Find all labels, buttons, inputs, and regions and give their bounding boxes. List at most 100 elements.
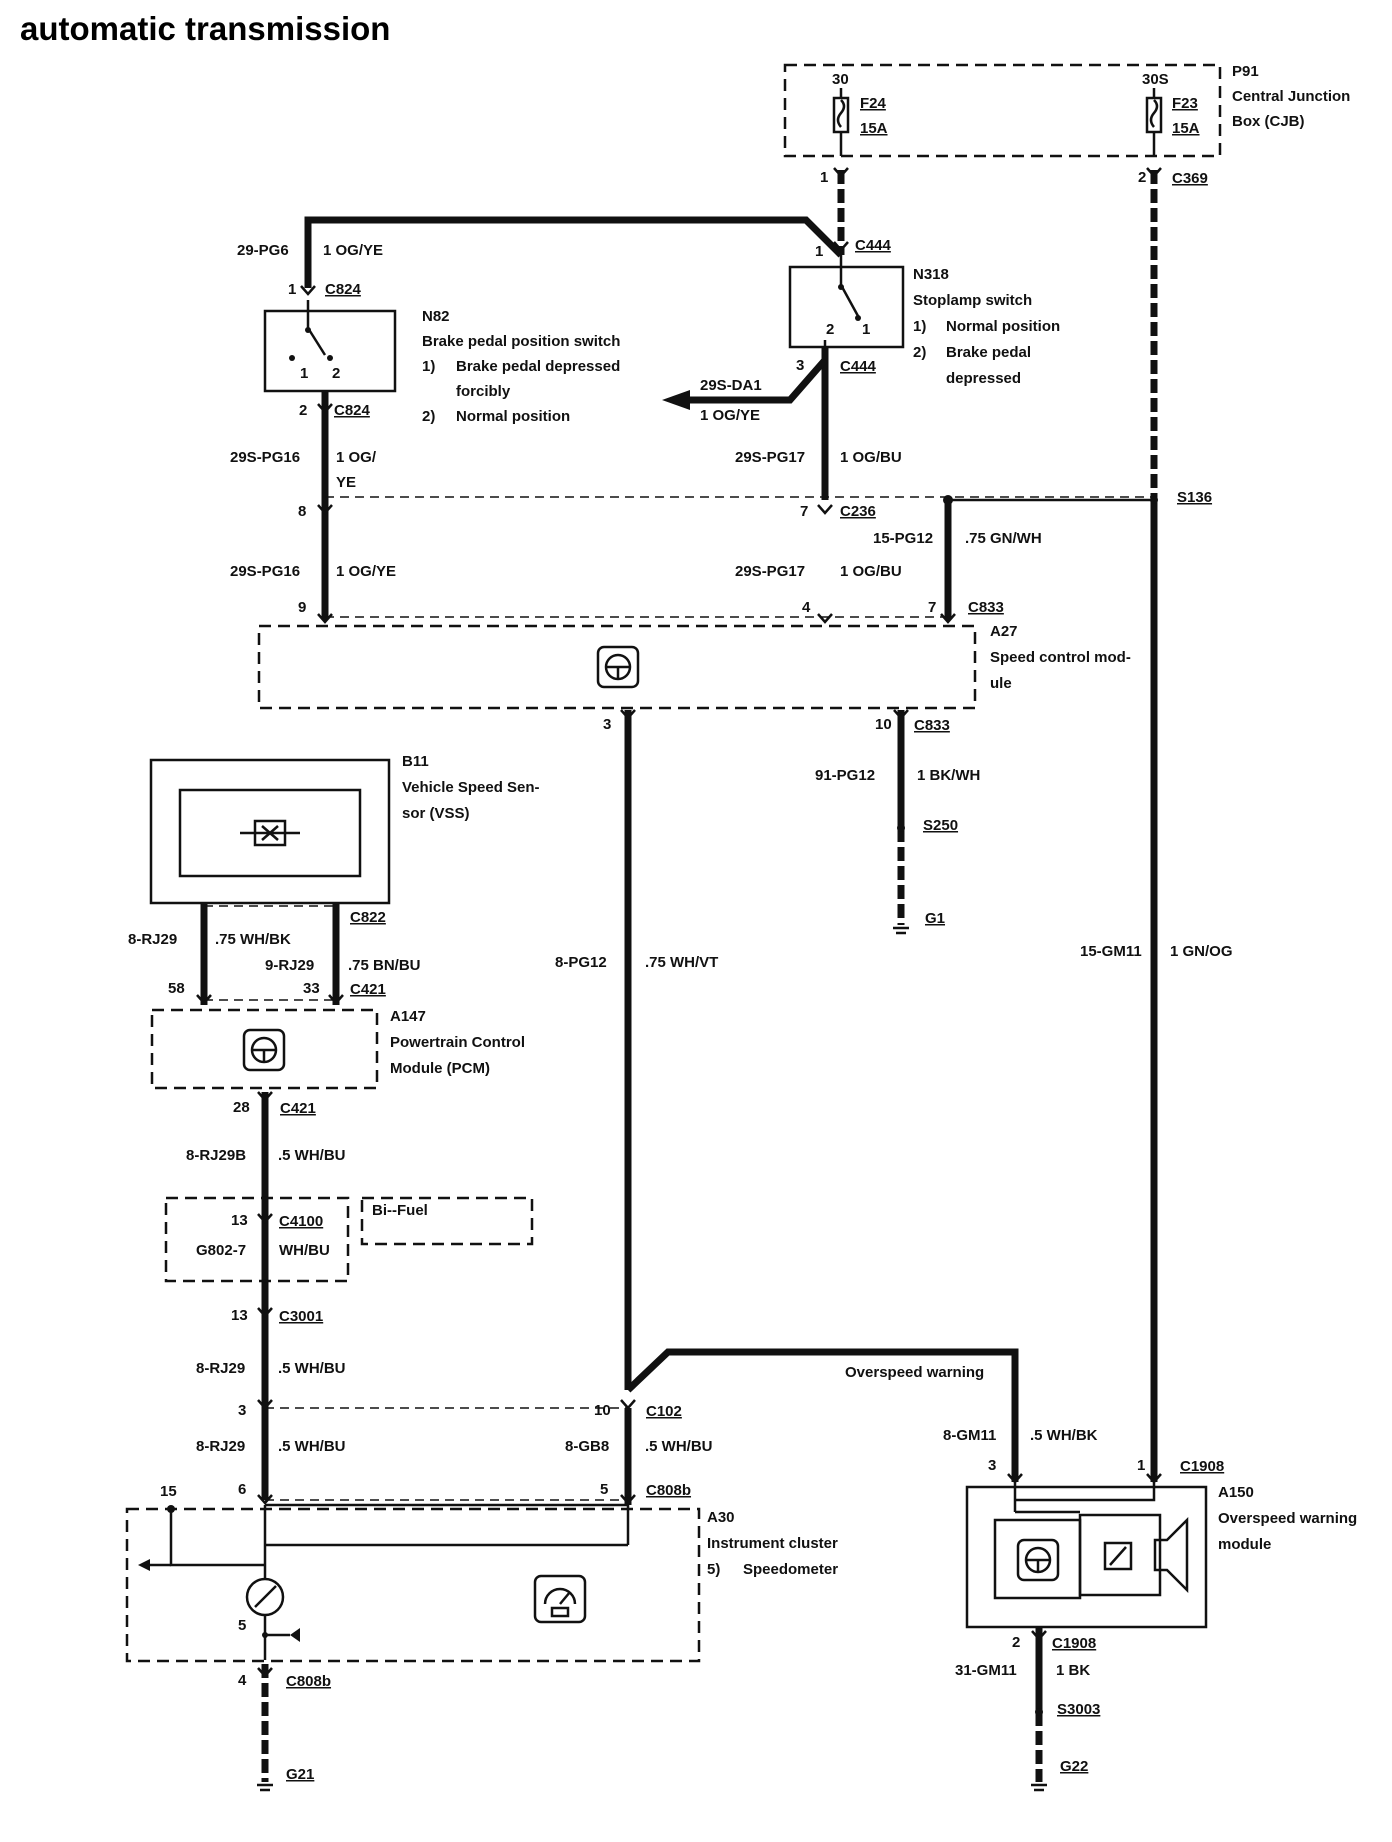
brake-pedal-switch-n82: 1 2 N82 Brake pedal position switch 1) B… — [263, 300, 620, 425]
wire-8-gb8-label: 8-GB8 — [565, 1438, 609, 1455]
svg-text:ule: ule — [990, 675, 1012, 692]
wire-8-rj29b-label: 8-RJ29B — [186, 1147, 246, 1164]
c444-label-bottom: C444 — [840, 358, 877, 375]
wire-29s-da1-label: 29S-DA1 — [700, 377, 762, 394]
c833-label-top: C833 — [968, 599, 1004, 616]
pcm-module-icon — [242, 1028, 286, 1072]
svg-text:Module (PCM): Module (PCM) — [390, 1060, 490, 1077]
ground-g21-label: G21 — [286, 1766, 314, 1783]
c421-label-top: C421 — [350, 981, 386, 998]
wire-29s-pg17-label: 29S-PG17 — [735, 449, 805, 466]
wire-91-pg12-color: 1 BK/WH — [917, 767, 980, 784]
wire-8-gm11-label: 8-GM11 — [943, 1427, 996, 1444]
c102-pin-10: 10 — [594, 1402, 611, 1419]
svg-text:Brake pedal: Brake pedal — [946, 344, 1031, 361]
wire-8-rj29-c-color: .5 WH/BU — [278, 1360, 346, 1377]
buzzer-icon — [1153, 1516, 1189, 1594]
c102-pin-3: 3 — [238, 1402, 246, 1419]
wire-8-rj29-c-label: 8-RJ29 — [196, 1360, 245, 1377]
svg-text:Overspeed warning: Overspeed warning — [1218, 1510, 1357, 1527]
c1908-pin-3: 3 — [988, 1457, 996, 1474]
splice-s136-label: S136 — [1177, 489, 1212, 506]
wire-29s-pg17-b-color: 1 OG/BU — [840, 563, 902, 580]
wire-8-rj29-a-label: 8-RJ29 — [128, 931, 177, 948]
cluster-gauge-icon — [533, 1574, 587, 1624]
c824-label-top: C824 — [325, 281, 362, 298]
a27-pin-3: 3 — [603, 716, 611, 733]
svg-text:1): 1) — [913, 318, 926, 335]
c808b-label-top: C808b — [646, 1482, 691, 1499]
central-junction-box: 30 F24 15A 30S F23 15A P91 Central Junct… — [783, 63, 1350, 158]
ground-g22-label: G22 — [1060, 1758, 1088, 1775]
wire-31-gm11-label: 31-GM11 — [955, 1662, 1017, 1679]
c1908-pin-1: 1 — [1137, 1457, 1145, 1474]
fuse-f24-label: F24 — [860, 95, 887, 112]
stoplamp-switch-n318: 2 1 N318 Stoplamp switch 1) Normal posit… — [788, 255, 1060, 387]
wire-15-gm11-color: 1 GN/OG — [1170, 943, 1233, 960]
wire-29s-da1 — [690, 357, 828, 404]
wire-29s-pg17-color: 1 OG/BU — [840, 449, 902, 466]
wire-8-pg12-color: .75 WH/VT — [645, 954, 718, 971]
wire-8-rj29-d-label: 8-RJ29 — [196, 1438, 245, 1455]
fuse-f23-rating: 15A — [1172, 120, 1200, 137]
c833-pin-7: 7 — [928, 599, 936, 616]
c808b-pin-5: 5 — [600, 1481, 608, 1498]
c236-label: C236 — [840, 503, 876, 520]
instrument-cluster-a30: 15 5 A30 Instrument cluster 5) Speedomet… — [125, 1483, 838, 1663]
svg-text:module: module — [1218, 1536, 1271, 1553]
svg-text:1): 1) — [422, 358, 435, 375]
splice-s250-label: S250 — [923, 817, 958, 834]
svg-text:Vehicle Speed Sen-: Vehicle Speed Sen- — [402, 779, 540, 796]
svg-text:Normal position: Normal position — [946, 318, 1060, 335]
c824-pin-1: 1 — [288, 281, 296, 298]
overspeed-warning-module-a150: A150 Overspeed warning module — [965, 1482, 1357, 1629]
c808b-pin-4: 4 — [238, 1672, 247, 1689]
wire-8-gm11-color: .5 WH/BK — [1030, 1427, 1098, 1444]
svg-text:Powertrain Control: Powertrain Control — [390, 1034, 525, 1051]
wire-29s-pg16-label: 29S-PG16 — [230, 449, 300, 466]
vehicle-speed-sensor-b11: B11 Vehicle Speed Sen- sor (VSS) — [149, 753, 540, 905]
wire-29s-pg16-color: 1 OG/ — [336, 449, 377, 466]
svg-text:2): 2) — [422, 408, 435, 425]
wire-29-pg6 — [304, 216, 844, 288]
c421-pin-33: 33 — [303, 980, 320, 997]
bi-fuel-label: Bi--Fuel — [372, 1202, 428, 1219]
bi-fuel-box — [360, 1196, 534, 1246]
wire-8-rj29b-color: .5 WH/BU — [278, 1147, 346, 1164]
svg-text:1: 1 — [862, 321, 870, 338]
c369-pin-1: 1 — [820, 169, 828, 186]
relay-icon — [1103, 1541, 1133, 1571]
ground-g1-label: G1 — [925, 910, 945, 927]
svg-text:A150: A150 — [1218, 1484, 1254, 1501]
powertrain-control-module-a147: A147 Powertrain Control Module (PCM) — [150, 1008, 525, 1090]
c236-pin-7: 7 — [800, 503, 808, 520]
wire-15-pg12-label: 15-PG12 — [873, 530, 933, 547]
svg-text:Stoplamp switch: Stoplamp switch — [913, 292, 1032, 309]
wire-29s-da1-arrow-icon — [662, 390, 690, 410]
wire-15-pg12-color: .75 GN/WH — [965, 530, 1042, 547]
c833-pin-4: 4 — [802, 599, 811, 616]
svg-text:1: 1 — [300, 365, 308, 382]
svg-text:sor (VSS): sor (VSS) — [402, 805, 470, 822]
ground-g21-icon — [257, 1783, 273, 1792]
svg-text:Brake pedal depressed: Brake pedal depressed — [456, 358, 620, 375]
c444-label-top: C444 — [855, 237, 892, 254]
splice-s3003-dot — [1035, 1708, 1043, 1716]
svg-text:Brake pedal position switch: Brake pedal position switch — [422, 333, 620, 350]
splice-s250-dot — [897, 824, 905, 832]
c102-label: C102 — [646, 1403, 682, 1420]
g802-color: WH/BU — [279, 1242, 330, 1259]
svg-text:Instrument cluster: Instrument cluster — [707, 1535, 838, 1552]
c833-label-bottom: C833 — [914, 717, 950, 734]
svg-text:Speedometer: Speedometer — [743, 1561, 838, 1578]
svg-text:A30: A30 — [707, 1509, 735, 1526]
wire-overspeed-warning — [625, 1348, 1019, 1482]
c822-label: C822 — [350, 909, 386, 926]
wire-9-rj29-label: 9-RJ29 — [265, 957, 314, 974]
fuse-f24-rating: 15A — [860, 120, 888, 137]
c369-label: C369 — [1172, 170, 1208, 187]
c236-pin-8: 8 — [298, 503, 306, 520]
wire-29s-da1-color: 1 OG/YE — [700, 407, 760, 424]
svg-text:5): 5) — [707, 1561, 720, 1578]
svg-text:N82: N82 — [422, 308, 450, 325]
